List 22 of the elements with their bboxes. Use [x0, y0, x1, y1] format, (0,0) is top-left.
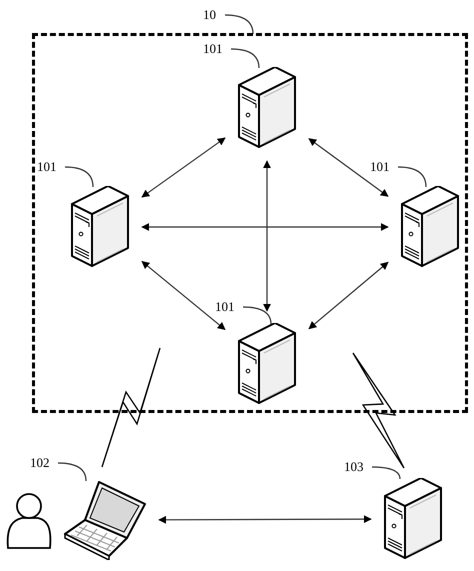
double-arrow: [308, 138, 389, 197]
callout-number: 101: [370, 158, 398, 176]
dashed-boundary: [32, 33, 468, 413]
double-arrow: [141, 260, 226, 330]
double-arrow: [158, 515, 372, 524]
callout-number: 103: [344, 458, 372, 476]
callout-number: 101: [37, 158, 65, 176]
leader-line: [230, 48, 260, 68]
leader-line: [224, 14, 254, 34]
double-arrow: [263, 160, 271, 312]
leader-line: [58, 462, 87, 482]
double-arrow: [308, 262, 389, 330]
double-arrow: [141, 137, 226, 198]
double-arrow: [141, 223, 389, 231]
leader-line: [372, 466, 401, 480]
leader-line: [398, 166, 427, 188]
callout-number: 102: [30, 454, 58, 472]
leader-line: [64, 166, 94, 188]
leader-line: [242, 306, 272, 324]
callout-number: 101: [215, 298, 243, 316]
callout-number: 10: [203, 6, 225, 24]
callout-number: 101: [203, 40, 231, 58]
